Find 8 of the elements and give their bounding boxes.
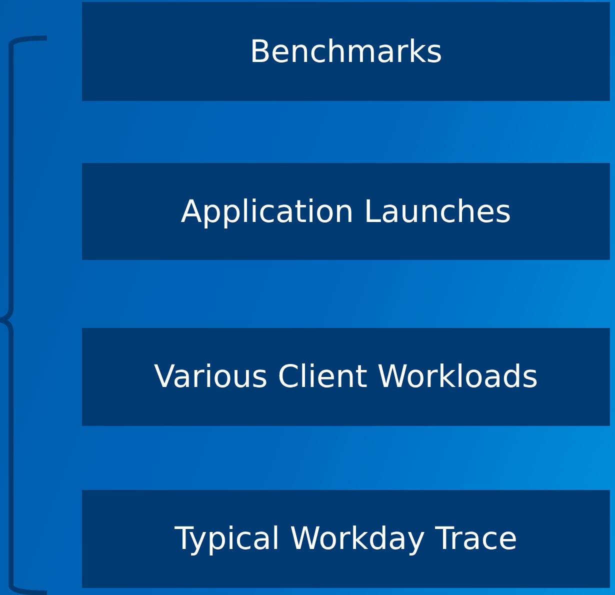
box-label: Typical Workday Trace xyxy=(174,521,518,557)
process-box xyxy=(82,2,610,101)
process-box xyxy=(82,490,610,588)
process-box xyxy=(82,163,610,260)
box-label: Application Launches xyxy=(180,194,512,230)
box-label: Various Client Workloads xyxy=(154,359,538,395)
box-label: Benchmarks xyxy=(250,34,442,70)
process-box xyxy=(82,328,610,426)
